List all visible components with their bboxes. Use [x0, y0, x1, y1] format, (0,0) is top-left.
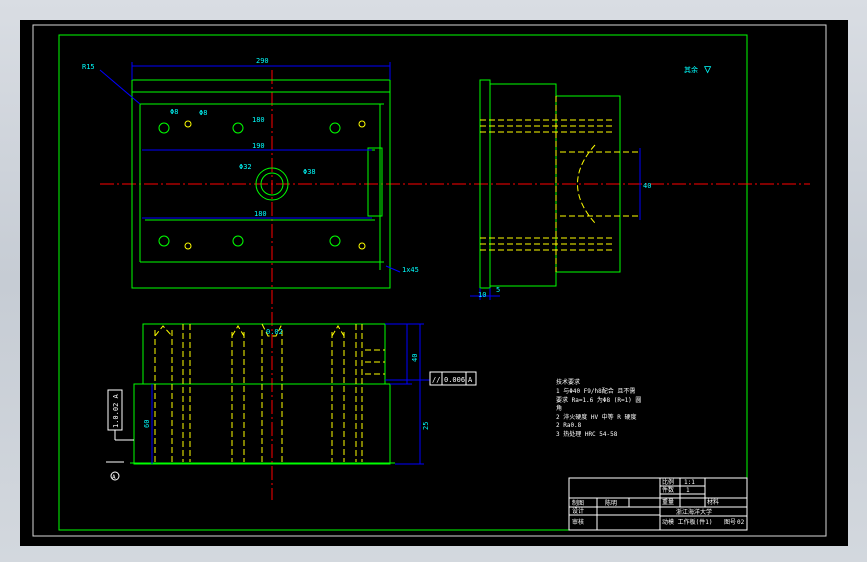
roughness-glyph: ▽ [704, 62, 712, 76]
tech-note-line: 2 淬火硬度 HV 中等 R 硬度 [556, 413, 637, 421]
qty-value: 1 [686, 487, 690, 494]
dim-offset: 5 [496, 286, 500, 294]
dim-bore-diameter: Φ32 [239, 163, 252, 171]
dim-hole-label-1: Φ8 [170, 108, 178, 116]
drawn-label: 制图 [572, 499, 584, 507]
school-name: 浙江海洋大学 [676, 508, 712, 516]
title-block-text: 比例 1:1 件数 1 重量 材料 制图 陈明 设计 审核 浙江海洋大学 动模 … [572, 478, 745, 526]
dim-height-right: 40 [411, 354, 419, 362]
qty-label: 件数 [662, 486, 674, 494]
datum-letter: A [112, 474, 116, 481]
parallelism-frame: // 0.006 A [429, 371, 477, 386]
dim-inner-width: 190 [252, 142, 265, 150]
scale-label: 比例 [662, 478, 674, 486]
side-view-labels: 40 10 5 [478, 182, 651, 299]
drawing-frame [58, 34, 748, 531]
dim-hole-spacing: 180 [252, 116, 265, 124]
dim-chamfer: 1x45 [402, 266, 419, 274]
front-view-hidden [154, 323, 385, 462]
tech-note-line: 要求 Ra=1.6 为Φ8 (R=1) 圆 [556, 396, 641, 404]
dim-pin-spacing: 180 [254, 210, 267, 218]
designed-label: 设计 [572, 507, 584, 515]
roughness-symbol: 其余 ▽ [684, 62, 712, 76]
dim-counterbore-diameter: Φ38 [303, 168, 316, 176]
dim-height-left: 60 [143, 420, 151, 428]
top-view-small-holes [184, 120, 366, 250]
dim-top-mark: 0.02 [266, 328, 283, 336]
parallelism-symbol: // [432, 376, 440, 384]
dim-flange-width: 10 [478, 291, 486, 299]
sheet-border [32, 24, 827, 537]
tech-notes: 技术要求 1 与Φ40 F9/h8配合 且不需 要求 Ra=1.6 为Φ8 (R… [556, 378, 641, 438]
scale-value: 1:1 [684, 479, 695, 486]
tech-notes-title: 技术要求 [556, 378, 580, 386]
parallelism-value: 0.006 [444, 376, 465, 384]
dim-hole-label-2: Φ8 [199, 109, 207, 117]
datum-frame: 1.0.02 A A [106, 389, 134, 481]
tech-note-line: 3 热处理 HRC 54-58 [556, 430, 618, 438]
title-block [568, 477, 748, 531]
side-view [479, 79, 621, 289]
drawing-no: 02 [737, 519, 745, 526]
dim-bore-height: 40 [643, 182, 651, 190]
part-name: 动模 工作板(件1) [662, 518, 712, 526]
drawing-no-label: 图号 [724, 519, 736, 526]
parallelism-datum: A [468, 376, 473, 384]
drawing-area[interactable] [20, 20, 848, 546]
side-view-hidden [480, 96, 640, 272]
drawn-name: 陈明 [605, 499, 617, 507]
side-view-dimensions [470, 148, 641, 300]
top-view-labels: 290 180 190 Φ32 Φ38 Φ8 Φ8 180 R15 1x45 [82, 57, 419, 274]
dim-overall-width: 290 [256, 57, 269, 65]
front-view-labels: 40 60 25 0.02 [143, 328, 430, 430]
front-view-dimensions [151, 323, 430, 465]
tech-note-line: 1 与Φ40 F9/h8配合 且不需 [556, 387, 635, 395]
tech-note-line: 2 Ra0.8 [556, 422, 582, 429]
tech-note-line: 角 [556, 404, 562, 412]
dim-height-bottom: 25 [422, 422, 430, 430]
checked-label: 审核 [572, 518, 584, 526]
dim-corner-radius: R15 [82, 63, 95, 71]
top-view-dimensions [99, 62, 401, 273]
datum-frame-text: 1.0.02 A [112, 393, 120, 428]
roughness-label: 其余 [684, 65, 698, 74]
weight-label: 重量 [662, 498, 674, 506]
material-label: 材料 [707, 498, 719, 506]
